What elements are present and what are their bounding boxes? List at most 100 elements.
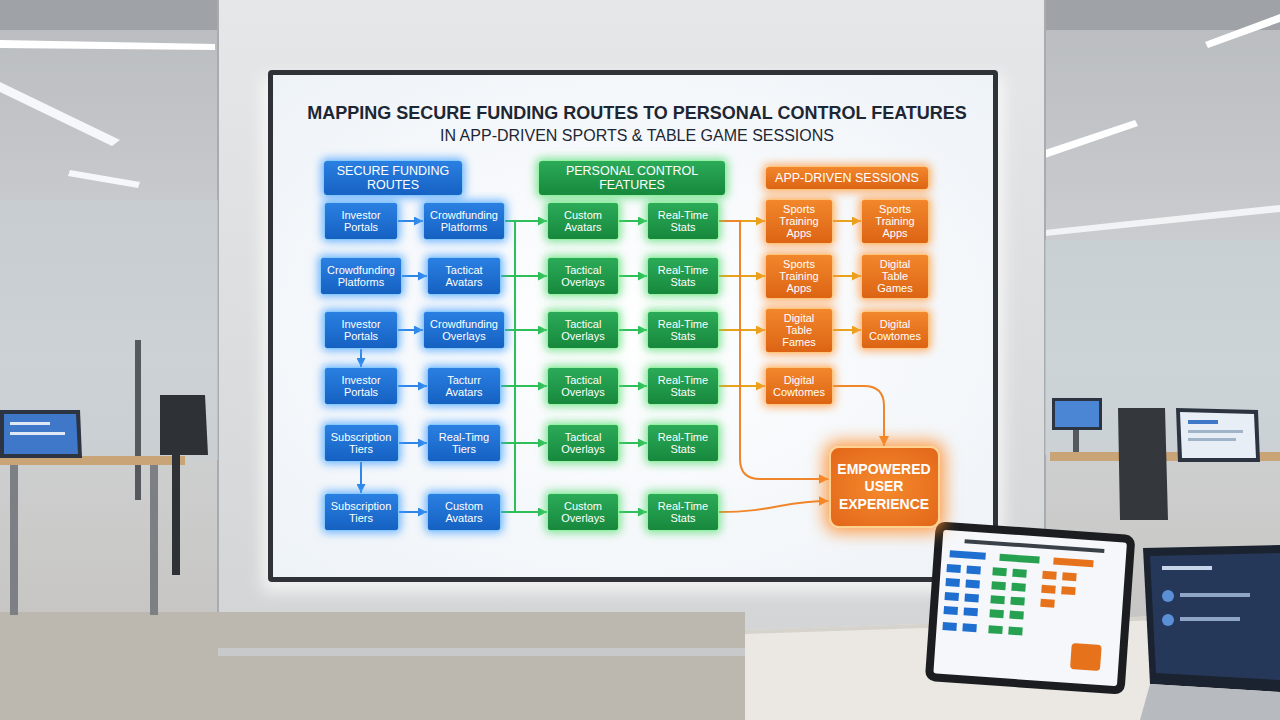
- tablet-screen: [933, 530, 1127, 686]
- process-box: Sports Training Apps: [765, 199, 833, 244]
- node-text: Tacturr Avatars: [433, 374, 495, 399]
- tablet-box: [949, 550, 985, 559]
- flow-arrow: [719, 329, 765, 331]
- node-text: Real-Time Stats: [653, 209, 713, 234]
- screen-surface: [273, 75, 993, 577]
- node-text: Tactical Overlays: [553, 431, 613, 456]
- diagram-title: MAPPING SECURE FUNDING ROUTES TO PERSONA…: [307, 103, 967, 124]
- process-box: Custom Overlays: [547, 493, 619, 531]
- process-box: Tactical Overlays: [547, 311, 619, 349]
- node-text: Crowdfunding Overlays: [429, 318, 499, 343]
- outcome-box: EMPOWERED USER EXPERIENCE: [829, 446, 940, 528]
- tablet-box: [1070, 643, 1102, 671]
- chair-post: [172, 455, 180, 575]
- display-line: [1180, 617, 1240, 621]
- display-icon: [1162, 590, 1174, 602]
- node-text: Digital Table Fames: [771, 312, 827, 349]
- laptop-base: [1140, 684, 1280, 720]
- process-box: Sports Training Apps: [861, 199, 929, 244]
- ceiling-light: [0, 40, 215, 50]
- display-line: [10, 422, 50, 425]
- node-text: Digital Cowtomes: [867, 318, 923, 343]
- tablet-box: [963, 607, 978, 616]
- flow-arrow: [619, 442, 647, 444]
- flow-arrow: [719, 501, 829, 512]
- door-handle: [135, 340, 141, 500]
- tablet-box: [944, 592, 959, 601]
- feature-wall: [218, 0, 1045, 655]
- tablet-box: [1008, 627, 1023, 636]
- display-line: [10, 432, 65, 435]
- display-line: [1188, 420, 1218, 424]
- flow-arrow: [360, 349, 362, 367]
- process-box: Subscription Tiers: [324, 424, 399, 462]
- tablet-box: [945, 578, 960, 587]
- process-box: Real-Time Stats: [647, 424, 719, 462]
- tablet-box: [965, 579, 980, 588]
- display-line: [1180, 593, 1250, 597]
- ceiling-light: [68, 170, 140, 188]
- node-text: Real-Time Stats: [653, 264, 713, 289]
- process-box: Tactical Overlays: [547, 257, 619, 295]
- tablet-box: [946, 564, 961, 573]
- monitor-display: [1055, 401, 1099, 427]
- process-box: Tacturr Avatars: [427, 367, 501, 405]
- process-box: Tactical Overlays: [547, 424, 619, 462]
- node-text: Tactical Overlays: [553, 374, 613, 399]
- flow-arrow: [619, 329, 647, 331]
- process-box: Tactical Overlays: [547, 367, 619, 405]
- node-text: Custom Avatars: [553, 209, 613, 234]
- node-text: Investor Portals: [330, 209, 392, 234]
- flow-arrow: [399, 511, 428, 513]
- process-box: Digital Cowtomes: [765, 367, 833, 405]
- node-text: Custom Avatars: [433, 500, 495, 525]
- tablet-box: [990, 595, 1005, 604]
- node-text: Sports Training Apps: [771, 203, 827, 240]
- tablet-box: [1042, 571, 1057, 580]
- flow-arrow: [719, 275, 765, 277]
- tablet-box: [1040, 599, 1055, 608]
- process-box: Real-Time Stats: [647, 257, 719, 295]
- node-text: Crowdfunding Platforms: [326, 264, 396, 289]
- process-box: Custom Avatars: [427, 493, 501, 531]
- node-text: Real-Time Stats: [653, 318, 713, 343]
- ceiling-light: [1045, 120, 1138, 158]
- node-text: Subscription Tiers: [330, 500, 393, 525]
- process-box: Tacticat Avatars: [427, 257, 501, 295]
- process-box: Sports Training Apps: [765, 254, 833, 299]
- ceiling-light: [0, 82, 120, 146]
- tablet: [925, 521, 1136, 695]
- flow-arrow: [398, 329, 423, 331]
- floor: [0, 612, 745, 720]
- tablet-box: [1041, 585, 1056, 594]
- laptop-display: [1150, 553, 1280, 680]
- process-box: Investor Portals: [324, 311, 398, 349]
- ceiling-light: [1045, 205, 1280, 236]
- desk-leg: [150, 465, 158, 615]
- tablet-box: [992, 567, 1007, 576]
- laptop-screen: [1176, 408, 1260, 462]
- tablet-frame: [925, 521, 1136, 695]
- node-text: Real-Time Stats: [653, 431, 713, 456]
- node-text: SECURE FUNDING ROUTES: [332, 164, 454, 192]
- node-text: Investor Portals: [330, 318, 392, 343]
- flow-arrow: [619, 220, 647, 222]
- display-icon: [1162, 614, 1174, 626]
- tablet-box: [989, 609, 1004, 618]
- node-text: Sports Training Apps: [771, 258, 827, 295]
- tablet-box: [1062, 572, 1077, 581]
- display-line: [1162, 566, 1212, 570]
- tablet-box: [1011, 583, 1026, 592]
- flow-arrow: [833, 220, 861, 222]
- flow-arrow: [719, 385, 765, 387]
- tablet-box: [942, 622, 957, 631]
- tablet-box: [991, 581, 1006, 590]
- tablet-box: [1012, 569, 1027, 578]
- node-text: PERSONAL CONTROL FEATURES: [547, 164, 717, 192]
- node-text: EMPOWERED USER EXPERIENCE: [837, 461, 932, 514]
- node-text: Tactical Overlays: [553, 264, 613, 289]
- node-text: Real-Time Stats: [653, 500, 713, 525]
- flow-arrow: [399, 442, 428, 444]
- desk-leg: [10, 465, 18, 615]
- node-text: Subscription Tiers: [330, 431, 393, 456]
